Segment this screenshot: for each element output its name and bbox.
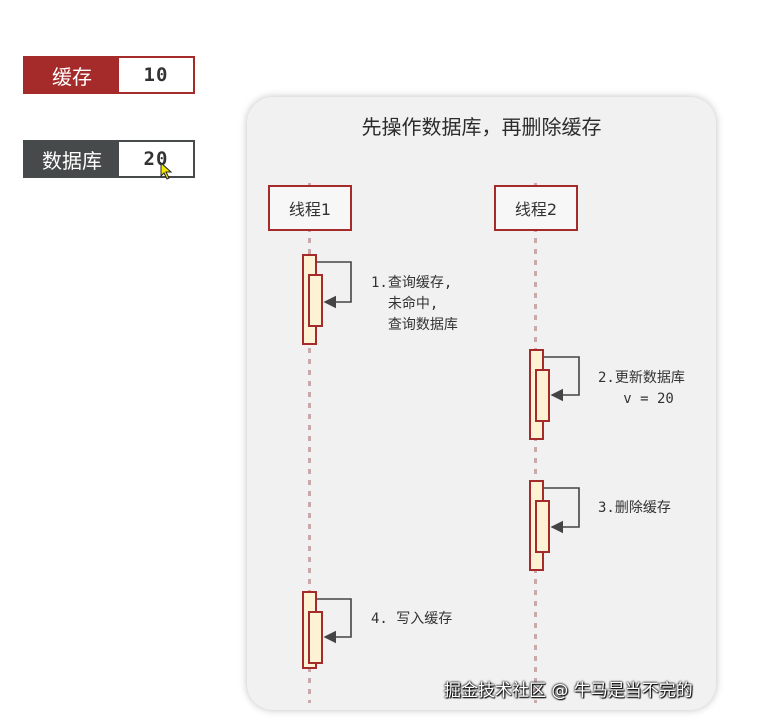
database-value-box: 数据库 20 [23, 140, 195, 178]
step1-text: 1.查询缓存, 未命中, 查询数据库 [371, 275, 458, 333]
step3-arrow [544, 487, 580, 534]
step2-activation-inner [535, 369, 550, 422]
step2-arrow [544, 356, 580, 402]
step4-text: 4. 写入缓存 [371, 611, 453, 627]
step3-activation-inner [535, 500, 550, 553]
cache-value: 10 [119, 58, 193, 92]
thread2-lifeline [534, 183, 537, 703]
diagram-title: 先操作数据库，再删除缓存 [361, 115, 602, 139]
thread1-lifeline [308, 183, 311, 703]
mouse-cursor-icon [160, 162, 173, 180]
watermark: 掘金技术社区 @ 牛马是当不完的 [444, 681, 693, 701]
database-label: 数据库 [25, 142, 119, 176]
step4-arrow [317, 598, 352, 644]
sequence-diagram-panel: 先操作数据库，再删除缓存 线程1 线程2 1.查询缓存, 未命中, 查询数据库 … [247, 97, 716, 710]
thread1-box: 线程1 [268, 185, 352, 231]
step2-text: 2.更新数据库 v = 20 [598, 370, 685, 407]
database-value: 20 [119, 142, 193, 176]
cache-value-box: 缓存 10 [23, 56, 195, 94]
self-call-arrows [317, 261, 580, 644]
cache-label: 缓存 [25, 58, 119, 92]
step1-arrow [317, 261, 352, 309]
step1-activation-inner [308, 274, 323, 327]
step3-text: 3.删除缓存 [598, 500, 671, 516]
thread2-box: 线程2 [494, 185, 578, 231]
step4-activation-inner [308, 611, 323, 664]
